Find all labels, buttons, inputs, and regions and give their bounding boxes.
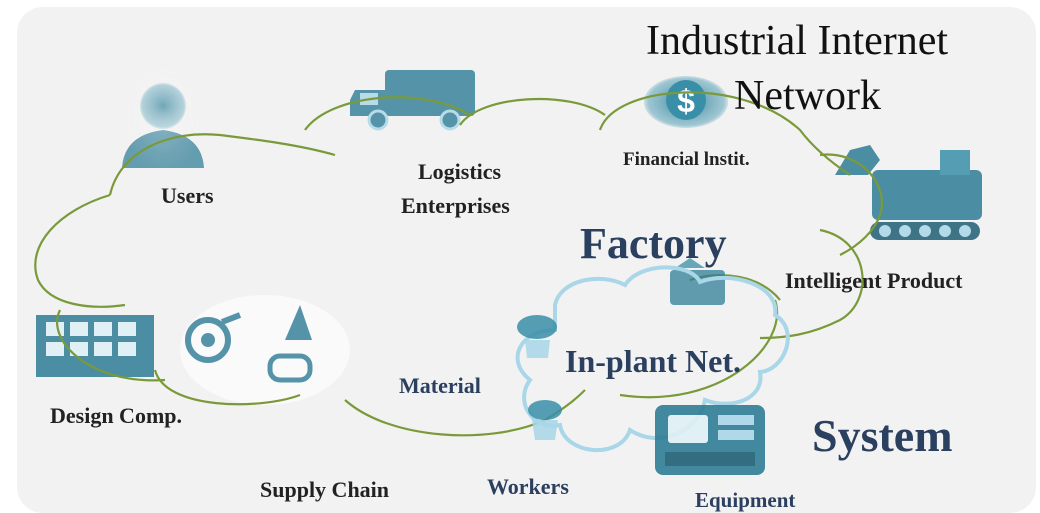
system-label: System [812, 410, 953, 461]
diagram-title-line1: Industrial Internet [646, 18, 949, 64]
factory-label: Factory [580, 219, 727, 268]
excavator-icon [835, 145, 982, 240]
node-material: Material [399, 373, 481, 398]
robot-arm-icon [180, 295, 350, 405]
user-icon [122, 63, 204, 173]
node-financial: Financial lnstit. [623, 149, 750, 170]
node-supply-chain: Supply Chain [260, 477, 390, 502]
building-icon [36, 315, 154, 377]
node-workers: Workers [487, 474, 569, 499]
in-plant-net-label: In-plant Net. [565, 343, 742, 379]
machine-tool-icon [655, 405, 765, 475]
worker-icon [517, 315, 562, 440]
node-design-comp: Design Comp. [50, 403, 183, 428]
node-users: Users [161, 183, 214, 208]
diagram-title-line2: Network [734, 73, 881, 119]
node-logistics-line2: Enterprises [401, 193, 510, 218]
inner-cloud [515, 265, 790, 453]
truck-icon [350, 70, 475, 131]
svg-text:$: $ [677, 83, 695, 119]
dollar-icon: $ [644, 76, 728, 128]
node-logistics-line1: Logistics [418, 159, 502, 184]
node-intelligent-product: Intelligent Product [785, 268, 963, 293]
node-equipment: Equipment [695, 488, 796, 512]
